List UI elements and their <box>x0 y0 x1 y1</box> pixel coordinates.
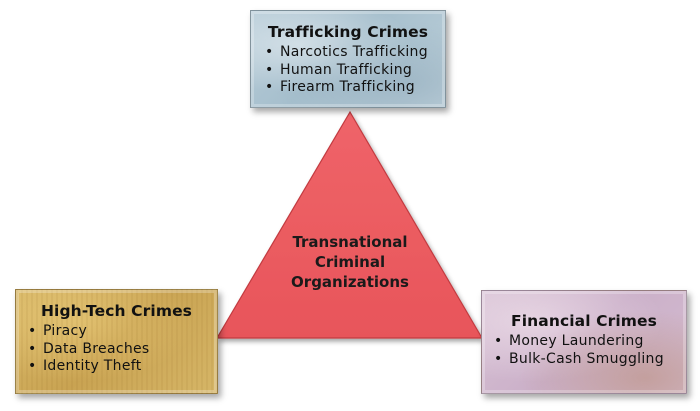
financial-crimes-box: Financial Crimes Money Laundering Bulk-C… <box>481 290 687 394</box>
list-item: Human Trafficking <box>265 62 445 80</box>
central-triangle <box>215 110 484 339</box>
central-label-line-3: Organizations <box>291 273 409 291</box>
high-tech-crimes-list: Piracy Data Breaches Identity Theft <box>28 323 217 376</box>
list-item: Data Breaches <box>28 341 217 359</box>
trafficking-crimes-list: Narcotics Trafficking Human Trafficking … <box>265 44 445 97</box>
central-label-line-1: Transnational <box>292 233 408 251</box>
trafficking-crimes-box: Trafficking Crimes Narcotics Trafficking… <box>250 10 446 108</box>
central-label-line-2: Criminal <box>314 253 386 271</box>
trafficking-crimes-title: Trafficking Crimes <box>267 23 429 41</box>
list-item: Narcotics Trafficking <box>265 44 445 62</box>
list-item: Piracy <box>28 323 217 341</box>
financial-crimes-list: Money Laundering Bulk-Cash Smuggling <box>494 333 686 368</box>
list-item: Firearm Trafficking <box>265 79 445 97</box>
list-item: Money Laundering <box>494 333 686 351</box>
high-tech-crimes-box: High-Tech Crimes Piracy Data Breaches Id… <box>15 289 218 394</box>
financial-crimes-title: Financial Crimes <box>511 312 657 330</box>
high-tech-crimes-title: High-Tech Crimes <box>40 302 193 320</box>
list-item: Identity Theft <box>28 358 217 376</box>
central-label: Transnational Criminal Organizations <box>278 232 422 292</box>
list-item: Bulk-Cash Smuggling <box>494 351 686 369</box>
